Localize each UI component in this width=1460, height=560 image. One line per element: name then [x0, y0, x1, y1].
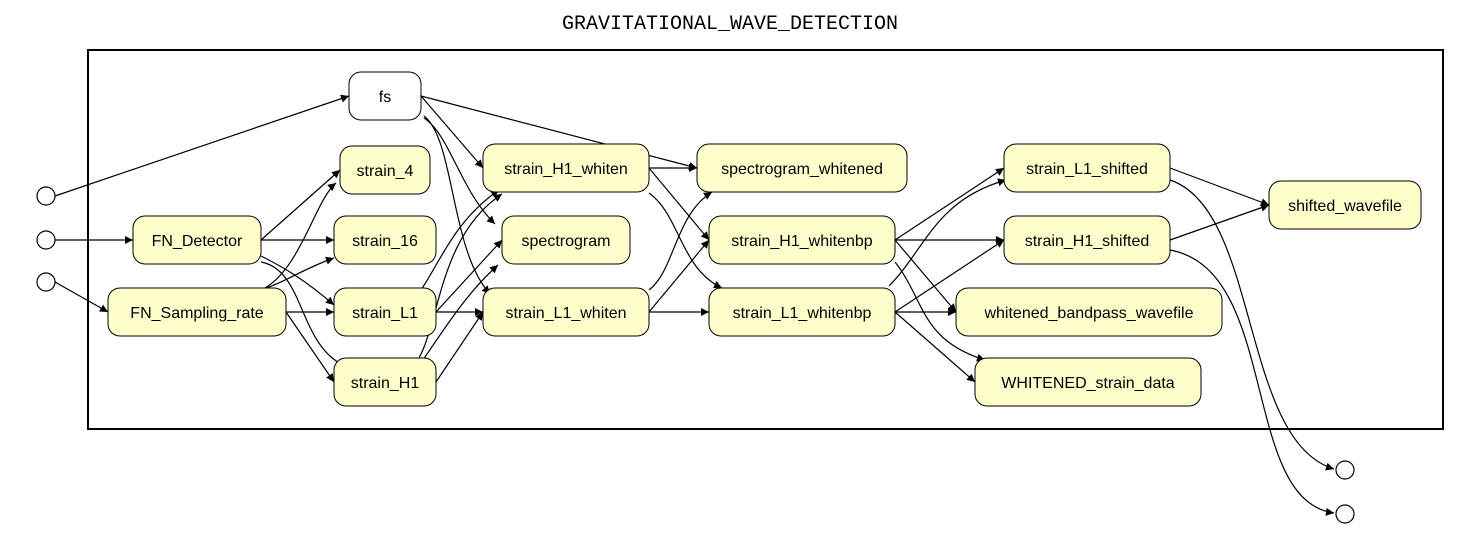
edge-strain_L1_whitenbp-to-strain_H1_shifted — [894, 239, 1005, 313]
node-fn-sampling-rate[interactable]: FN_Sampling_rate — [107, 287, 287, 337]
node-box — [708, 215, 896, 265]
node-label: fs — [379, 89, 391, 106]
node-strain-l1-shifted[interactable]: strain_L1_shifted — [1003, 143, 1171, 193]
edge-FN_Detector-to-strain_L1 — [260, 255, 335, 306]
edge-strain_H1_whitenbp-to-WHITENED_strain_data — [894, 261, 986, 362]
edge-strain_H1-to-spectrogram — [422, 264, 499, 361]
edge-strain_H1_shifted-to-out_2 — [1169, 249, 1335, 516]
node-layer: fs strain_4FN_Detector strain_16FN_Samplin… — [107, 71, 1422, 407]
input-port-in_sampling — [36, 272, 56, 292]
edge-strain_L1_shifted-to-out_1 — [1169, 179, 1335, 471]
node-strain-16[interactable]: strain_16 — [333, 215, 437, 265]
node-label: strain_4 — [357, 163, 414, 180]
node-strain-l1-whitenbp[interactable]: strain_L1_whitenbp — [708, 287, 896, 337]
edge-strain_H1_whitenbp-to-strain_L1_shifted — [894, 167, 1005, 241]
node-box — [1003, 215, 1171, 265]
edge-strain_L1_whitenbp-to-strain_L1_shifted — [888, 178, 1007, 287]
node-box — [696, 143, 908, 193]
node-label: strain_L1_whiten — [506, 305, 627, 322]
edge-strain_L1-to-spectrogram — [435, 239, 503, 313]
node-strain-h1[interactable]: strain_H1 — [333, 357, 437, 407]
node-box — [333, 287, 437, 337]
node-box — [974, 357, 1202, 407]
node-label: WHITENED_strain_data — [1001, 375, 1174, 392]
node-box — [339, 145, 431, 195]
output-port-out_1 — [1335, 460, 1355, 480]
edge-strain_L1-to-strain_H1_whiten — [420, 189, 500, 291]
diagram-title: GRAVITATIONAL_WAVE_DETECTION — [562, 13, 898, 36]
node-whitened-bandpass-wavefile[interactable]: whitened_bandpass_wavefile — [955, 287, 1223, 337]
node-box — [348, 71, 422, 121]
edge-fs-to-strain_H1_whiten — [420, 95, 484, 169]
edge-strain_H1-to-strain_H1_whiten — [418, 193, 503, 359]
node-box — [1003, 143, 1171, 193]
node-strain-l1[interactable]: strain_L1 — [333, 287, 437, 337]
node-fs[interactable]: fs — [348, 71, 422, 121]
node-box — [708, 287, 896, 337]
node-label: spectrogram_whitened — [721, 161, 883, 178]
node-label: strain_L1_shifted — [1026, 161, 1148, 178]
node-label: strain_16 — [352, 233, 418, 250]
node-strain-l1-whiten[interactable]: strain_L1_whiten — [482, 287, 650, 337]
node-label: strain_H1_shifted — [1025, 233, 1150, 250]
node-box — [1268, 180, 1422, 230]
node-spectrogram-whitened[interactable]: spectrogram_whitened — [696, 143, 908, 193]
node-label: whitened_bandpass_wavefile — [983, 305, 1193, 322]
edge-strain_L1_whitenbp-to-WHITENED_strain_data — [894, 311, 976, 383]
node-label: strain_H1_whiten — [504, 161, 628, 178]
node-label: strain_H1 — [351, 375, 420, 392]
edge-FN_Sampling_rate-to-strain_H1 — [285, 311, 335, 383]
edge-strain_H1_shifted-to-shifted_wavefile — [1169, 203, 1270, 241]
node-spectrogram[interactable]: spectrogram — [501, 215, 631, 265]
node-box — [333, 357, 437, 407]
edge-FN_Sampling_rate-to-strain_4 — [260, 182, 337, 291]
node-label: strain_L1_whitenbp — [733, 305, 872, 322]
node-box — [955, 287, 1223, 337]
edge-strain_L1_whiten-to-strain_H1_whitenbp — [648, 239, 710, 313]
node-label: spectrogram — [522, 233, 611, 250]
edge-strain_H1_whitenbp-to-whitened_bandpass_wavefile — [894, 239, 957, 313]
edge-fs-to-spectrogram_whitened — [420, 95, 698, 170]
edge-strain_H1-to-strain_L1_whiten — [435, 311, 484, 383]
edge-FN_Detector-to-strain_H1 — [260, 261, 346, 367]
node-box — [482, 287, 650, 337]
node-box — [333, 215, 437, 265]
output-port-out_2 — [1335, 504, 1355, 524]
edge-strain_L1_shifted-to-shifted_wavefile — [1169, 167, 1270, 206]
edge-strain_L1_whiten-to-spectrogram_whitened — [648, 191, 713, 291]
node-strain-4[interactable]: strain_4 — [339, 145, 431, 195]
node-box — [482, 143, 650, 193]
node-label: FN_Detector — [152, 233, 243, 250]
input-port-in_detector — [36, 230, 56, 250]
node-strain-h1-shifted[interactable]: strain_H1_shifted — [1003, 215, 1171, 265]
node-box — [107, 287, 287, 337]
node-label: strain_L1 — [352, 305, 418, 322]
node-whitened-strain-data[interactable]: WHITENED_strain_data — [974, 357, 1202, 407]
node-label: strain_H1_whitenbp — [731, 233, 873, 250]
node-strain-h1-whitenbp[interactable]: strain_H1_whitenbp — [708, 215, 896, 265]
node-fn-detector[interactable]: FN_Detector — [132, 215, 262, 265]
edge-strain_H1_whiten-to-strain_L1_whitenbp — [648, 192, 723, 289]
edge-in_sampling-to-FN_Sampling_rate — [54, 281, 109, 313]
node-label: shifted_wavefile — [1288, 198, 1402, 215]
port-layer — [36, 186, 1355, 524]
node-box — [132, 215, 262, 265]
edge-layer — [54, 94, 1335, 516]
node-strain-h1-whiten[interactable]: strain_H1_whiten — [482, 143, 650, 193]
edge-FN_Sampling_rate-to-strain_16 — [265, 256, 335, 289]
edge-FN_Detector-to-strain_4 — [260, 169, 341, 241]
node-box — [501, 215, 631, 265]
node-label: FN_Sampling_rate — [130, 305, 264, 322]
edge-fs-to-strain_L1_whiten — [423, 115, 491, 295]
edge-strain_H1_whiten-to-strain_H1_whitenbp — [648, 167, 710, 241]
edge-in_fs-to-fs — [54, 94, 350, 197]
input-port-in_fs — [36, 186, 56, 206]
node-shifted-wavefile[interactable]: shifted_wavefile — [1268, 180, 1422, 230]
